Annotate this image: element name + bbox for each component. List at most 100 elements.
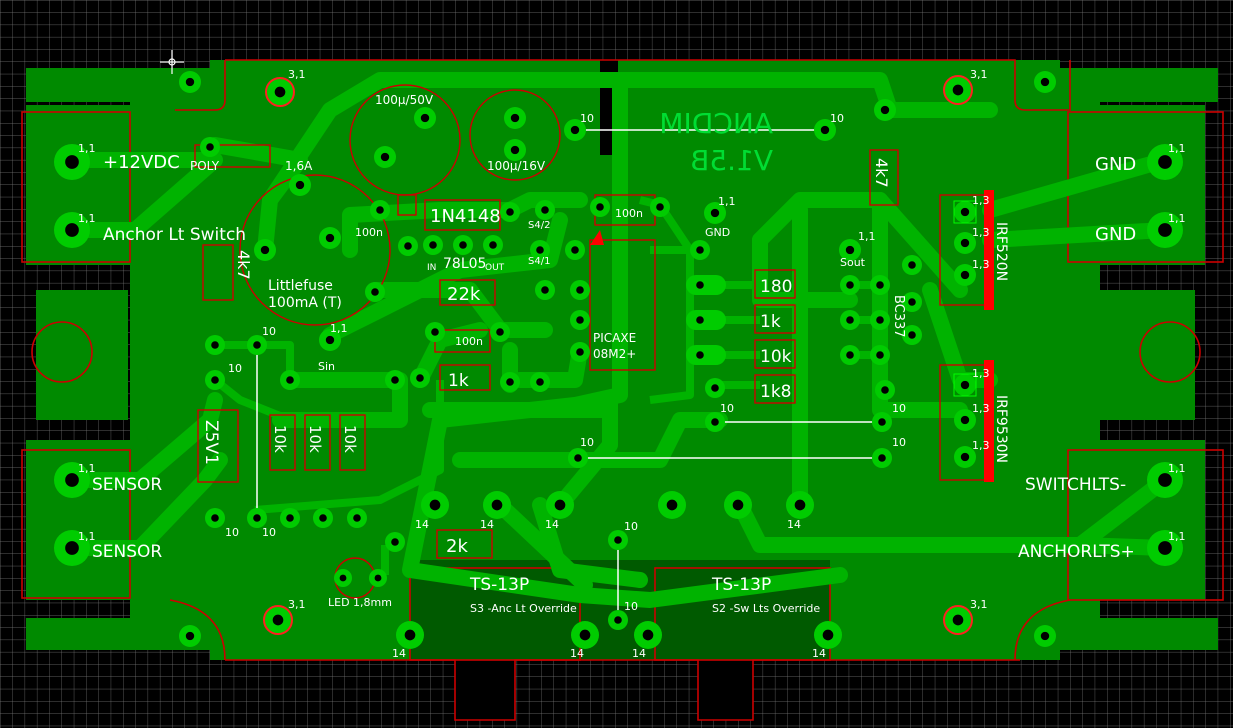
pad-hole	[666, 499, 678, 511]
pad-hole	[952, 614, 964, 626]
label-1k-a: 1k	[448, 371, 469, 391]
label-reg-out: OUT	[485, 263, 505, 273]
pad-hole	[878, 418, 886, 426]
pad-hole	[952, 84, 964, 96]
pin-label: 1,1	[718, 195, 736, 208]
pad-hole	[878, 454, 886, 462]
label-led: LED 1,8mm	[328, 596, 392, 609]
pad-hole	[596, 203, 604, 211]
pad-hole	[820, 125, 830, 135]
pad-hole	[876, 316, 884, 324]
pad-hole	[576, 348, 584, 356]
pin-label: 14	[480, 518, 494, 531]
label-gnd-1: GND	[1095, 154, 1136, 175]
pad-hole	[579, 629, 591, 641]
jumpers	[256, 129, 882, 620]
pad-hole	[211, 376, 219, 384]
pin-label: 1,1	[1168, 530, 1186, 543]
pad-hole	[286, 376, 294, 384]
pin-label: 1,3	[972, 439, 990, 452]
pin-label: 14	[632, 647, 646, 660]
pad-hole	[506, 208, 514, 216]
label-ts-2: TS-13P	[711, 575, 771, 595]
label-irf520n: IRF520N	[993, 222, 1009, 281]
label-s3: S3 -Anc Lt Override	[470, 602, 577, 615]
pad-hole	[876, 351, 884, 359]
pad-hole	[506, 378, 514, 386]
pad-hole	[732, 499, 744, 511]
pin-label: 10	[580, 112, 594, 125]
pad-hole	[1158, 223, 1172, 237]
label-10k-1: 10k	[271, 425, 289, 453]
pad-hole	[845, 245, 855, 255]
label-s2: S2 -Sw Lts Override	[712, 602, 820, 615]
pad-hole	[65, 223, 79, 237]
label-ts-1: TS-13P	[469, 575, 529, 595]
pin-label: 10	[892, 436, 906, 449]
pad-hole	[496, 328, 504, 336]
label-poly: POLY	[190, 159, 220, 173]
pad-hole	[711, 384, 719, 392]
pad-hole	[571, 246, 579, 254]
pad-hole	[211, 514, 219, 522]
pad-hole	[420, 113, 430, 123]
label-10k-3: 10k	[341, 425, 359, 453]
pad-hole	[404, 242, 412, 250]
pin-label: 1,1	[1168, 212, 1186, 225]
square-pad	[953, 200, 977, 224]
pad-hole	[325, 335, 335, 345]
pad-hole	[286, 514, 294, 522]
label-picaxe-2: 08M2+	[593, 347, 636, 361]
label-1k8: 1k8	[760, 382, 791, 402]
pad-hole	[536, 246, 544, 254]
pad-hole	[711, 418, 719, 426]
pad-hole	[416, 374, 424, 382]
pad-hole	[554, 499, 566, 511]
label-sout: Sout	[840, 256, 866, 269]
pad-hole	[429, 241, 437, 249]
label-poly-rating: 1,6A	[285, 159, 313, 173]
pad-hole	[295, 180, 305, 190]
label-10k-b: 10k	[760, 347, 792, 367]
pin-label: 14	[570, 647, 584, 660]
pad-hole	[576, 316, 584, 324]
label-cap-100n-1: 100n	[355, 226, 383, 239]
pin-label: 3,1	[288, 598, 306, 611]
pad-hole	[960, 238, 970, 248]
label-gnd-test: GND	[705, 226, 730, 239]
pad-hole	[374, 574, 382, 582]
pad-hole	[459, 241, 467, 249]
label-4k7-left: 4k7	[234, 250, 253, 280]
pad-hole	[822, 629, 834, 641]
pin-label: 10	[720, 402, 734, 415]
pin-label: 1,1	[1168, 142, 1186, 155]
label-cap-big-1: 100µ/50V	[375, 93, 434, 107]
pin-label: 1,1	[78, 530, 96, 543]
pad-hole	[253, 341, 261, 349]
pad-hole	[794, 499, 806, 511]
label-4k7-right: 4k7	[872, 158, 891, 188]
pad-hole	[429, 499, 441, 511]
pin-label: 10	[830, 112, 844, 125]
pin-label: 1,1	[78, 142, 96, 155]
pin-label: 10	[624, 520, 638, 533]
pad-hole	[960, 452, 970, 462]
pin-label: 14	[545, 518, 559, 531]
pin-label: 14	[415, 518, 429, 531]
pin-label: 14	[392, 647, 406, 660]
pad-hole	[391, 538, 399, 546]
pin-label: 1,1	[78, 212, 96, 225]
pad-hole	[211, 341, 219, 349]
pad-hole	[576, 286, 584, 294]
label-sensor-2: SENSOR	[92, 542, 162, 562]
label-zener: Z5V1	[201, 420, 221, 465]
silkscreen-text: +12VDC Anchor Lt Switch SENSOR SENSOR GN…	[92, 93, 1136, 615]
pin-label: 1,3	[972, 258, 990, 271]
pad-hole	[431, 328, 439, 336]
pad-hole	[206, 143, 214, 151]
crosshair-cursor-icon	[160, 50, 184, 74]
pad-hole	[908, 261, 916, 269]
pad-hole	[272, 614, 284, 626]
pad-hole	[260, 245, 270, 255]
